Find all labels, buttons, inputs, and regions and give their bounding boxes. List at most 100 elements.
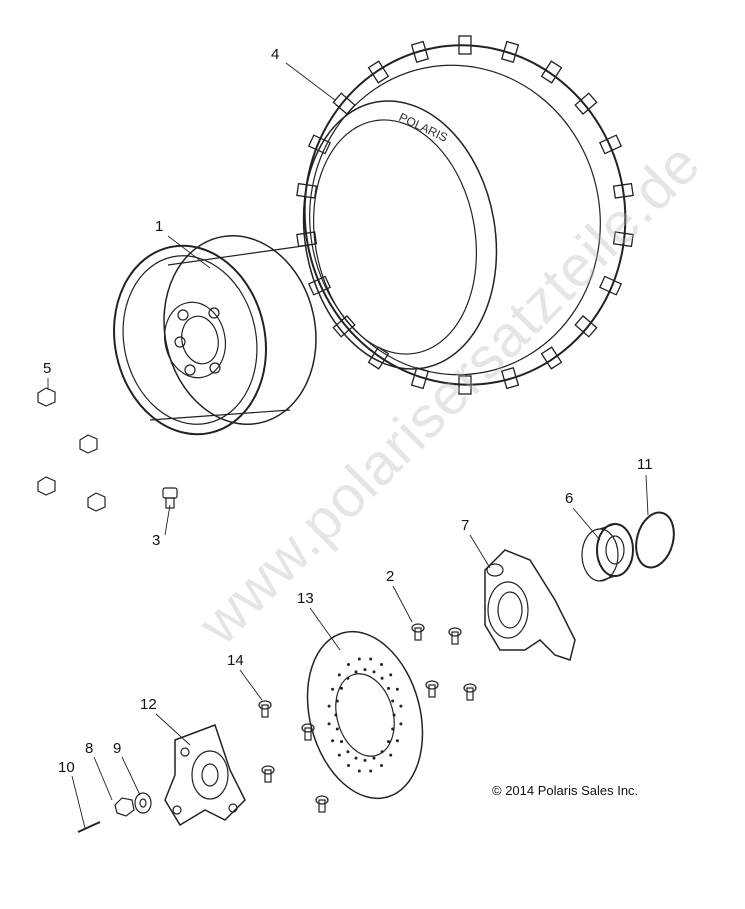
tire-tread-lug xyxy=(296,182,318,199)
rotor-hole xyxy=(380,662,384,666)
callout-7: 7 xyxy=(461,517,470,534)
tire-tread-lug xyxy=(307,275,331,296)
rotor-hole xyxy=(331,739,335,743)
rotor-hole xyxy=(391,699,395,703)
rotor-hole xyxy=(354,670,358,674)
callout-6: 6 xyxy=(565,490,574,507)
wheel-rim xyxy=(113,235,317,436)
rotor-hole xyxy=(331,687,335,691)
cotter-pin xyxy=(77,821,101,833)
rotor-hole xyxy=(346,750,350,754)
rotor-hole xyxy=(363,758,367,762)
rotor-hole xyxy=(339,740,343,744)
bolt xyxy=(261,765,275,783)
rotor-hole xyxy=(346,662,350,666)
rotor-hole xyxy=(387,740,391,744)
rotor-hole xyxy=(346,676,350,680)
callout-1: 1 xyxy=(155,218,164,235)
rotor-hole xyxy=(337,673,341,677)
bolt xyxy=(448,627,462,645)
castle-nut xyxy=(114,797,135,817)
lug-nuts xyxy=(37,387,106,512)
wheel-hub xyxy=(164,724,246,827)
rotor-hole xyxy=(363,668,367,672)
rotor-hole xyxy=(399,722,403,726)
tire-tread-lug xyxy=(367,60,390,84)
callout-5: 5 xyxy=(43,360,52,377)
bolt xyxy=(411,623,425,641)
rotor-hole xyxy=(372,756,376,760)
rotor-hole xyxy=(380,764,384,768)
rotor-hole xyxy=(372,670,376,674)
valve-stem xyxy=(162,487,178,509)
callout-3: 3 xyxy=(152,532,161,549)
callout-2: 2 xyxy=(386,568,395,585)
tire-tread-lug xyxy=(500,366,520,390)
tire-tread-lug xyxy=(574,92,598,116)
rotor-hole xyxy=(369,769,373,773)
callout-14: 14 xyxy=(227,652,244,669)
leader-lines xyxy=(47,62,649,829)
rotor-hole xyxy=(399,704,403,708)
rotor-hole xyxy=(334,713,338,717)
callout-9: 9 xyxy=(113,740,122,757)
bolt xyxy=(301,723,315,741)
tire-tread-lug xyxy=(612,182,634,199)
rotor-hole xyxy=(335,699,339,703)
wheel-bearing xyxy=(581,523,634,582)
tire-tread-lug xyxy=(599,134,623,155)
tire-tread-lug xyxy=(540,346,563,370)
rotor-hole xyxy=(357,657,361,661)
tire-tread-lug xyxy=(410,366,430,390)
snap-ring xyxy=(635,511,675,569)
rotor-hole xyxy=(380,676,384,680)
tire-tread-lug xyxy=(332,314,356,338)
washer xyxy=(134,792,152,814)
bolt xyxy=(463,683,477,701)
rotor-hole xyxy=(369,657,373,661)
rotor-hole xyxy=(327,704,331,708)
rotor-hole xyxy=(346,764,350,768)
rotor-hole xyxy=(339,686,343,690)
tire-tread-lug xyxy=(458,375,472,395)
rotor-hole xyxy=(391,727,395,731)
tire-tread-lug xyxy=(458,35,472,55)
bolt xyxy=(425,680,439,698)
tire-brand-text: POLARIS xyxy=(397,110,450,145)
tire-tread-lug xyxy=(307,134,331,155)
callout-13: 13 xyxy=(297,590,314,607)
tire-tread-lug xyxy=(500,40,520,64)
rotor-hole xyxy=(335,727,339,731)
tire-tread-lug xyxy=(540,60,563,84)
bolt xyxy=(315,795,329,813)
rotor-hole xyxy=(392,713,396,717)
rotor-hole xyxy=(389,753,393,757)
rotor-hole xyxy=(337,753,341,757)
rotor-hole xyxy=(357,769,361,773)
rotor-hole xyxy=(380,750,384,754)
tire-tread-lug xyxy=(367,346,390,370)
callout-12: 12 xyxy=(140,696,157,713)
callout-11: 11 xyxy=(637,456,653,473)
callout-8: 8 xyxy=(85,740,94,757)
tire-tread-lug xyxy=(612,231,634,248)
callout-10: 10 xyxy=(58,759,75,776)
brake-rotor xyxy=(306,630,424,800)
bolts xyxy=(258,623,477,813)
callout-4: 4 xyxy=(271,46,280,63)
rotor-hole xyxy=(395,739,399,743)
tire-tread-lug xyxy=(410,40,430,64)
tire-tread-lug xyxy=(599,275,623,296)
steering-knuckle xyxy=(484,549,576,661)
rotor-hole xyxy=(387,686,391,690)
rotor-hole xyxy=(395,687,399,691)
rotor-hole xyxy=(389,673,393,677)
rotor-hole xyxy=(327,722,331,726)
bolt xyxy=(258,700,272,718)
tire-tread-lug xyxy=(574,314,598,338)
tire-tread-lug xyxy=(332,92,356,116)
rotor-hole xyxy=(354,756,358,760)
copyright-text: © 2014 Polaris Sales Inc. xyxy=(492,783,639,798)
